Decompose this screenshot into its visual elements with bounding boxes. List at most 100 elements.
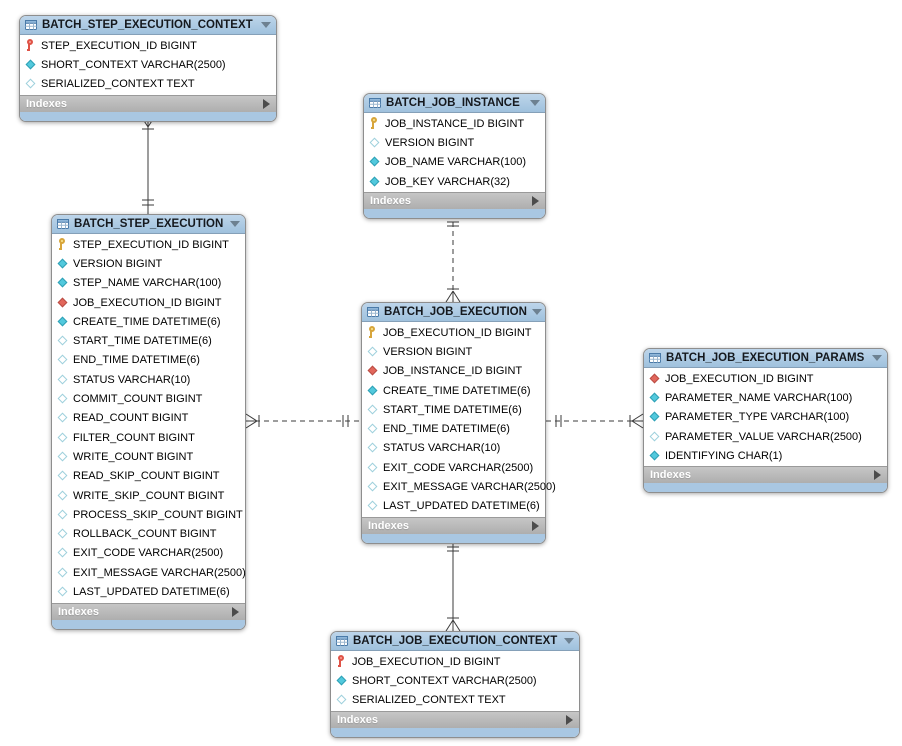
- table-batch-step-execution-context[interactable]: BATCH_STEP_EXECUTION_CONTEXT STEP_EXECUT…: [19, 15, 277, 122]
- column-label: ROLLBACK_COUNT BIGINT: [73, 528, 217, 541]
- notnull-column-icon: [366, 384, 379, 397]
- column-label: SERIALIZED_CONTEXT TEXT: [352, 694, 506, 707]
- column-row[interactable]: FILTER_COUNT BIGINT: [52, 428, 245, 447]
- table-batch-job-execution-params[interactable]: BATCH_JOB_EXECUTION_PARAMS JOB_EXECUTION…: [643, 348, 888, 494]
- primary-key-icon: [366, 326, 379, 339]
- column-row[interactable]: JOB_EXECUTION_ID BIGINT: [52, 293, 245, 312]
- relationship-step-execution-to-context[interactable]: [138, 115, 158, 214]
- relationship-job-execution-to-context[interactable]: [443, 538, 463, 632]
- table-batch-step-execution[interactable]: BATCH_STEP_EXECUTION STEP_EXECUTION_ID B…: [51, 214, 246, 630]
- expand-arrow-icon[interactable]: [263, 98, 270, 109]
- column-row[interactable]: PROCESS_SKIP_COUNT BIGINT: [52, 505, 245, 524]
- nullable-column-icon: [368, 136, 381, 149]
- column-row[interactable]: EXIT_CODE VARCHAR(2500): [362, 458, 545, 477]
- column-row[interactable]: VERSION BIGINT: [52, 254, 245, 273]
- collapse-triangle-icon[interactable]: [530, 100, 540, 106]
- column-row[interactable]: PARAMETER_NAME VARCHAR(100): [644, 388, 887, 407]
- expand-arrow-icon[interactable]: [874, 470, 881, 481]
- column-label: STEP_NAME VARCHAR(100): [73, 277, 222, 290]
- column-row[interactable]: JOB_EXECUTION_ID BIGINT: [644, 369, 887, 388]
- column-row[interactable]: SERIALIZED_CONTEXT TEXT: [331, 691, 579, 710]
- collapse-triangle-icon[interactable]: [872, 355, 882, 361]
- nullable-column-icon: [56, 585, 69, 598]
- column-row[interactable]: STATUS VARCHAR(10): [362, 439, 545, 458]
- indexes-bar[interactable]: Indexes: [20, 94, 276, 112]
- column-row[interactable]: VERSION BIGINT: [362, 342, 545, 361]
- column-row[interactable]: STEP_EXECUTION_ID BIGINT: [20, 36, 276, 55]
- column-row[interactable]: SHORT_CONTEXT VARCHAR(2500): [331, 671, 579, 690]
- column-row[interactable]: STEP_EXECUTION_ID BIGINT: [52, 235, 245, 254]
- table-batch-job-execution[interactable]: BATCH_JOB_EXECUTION JOB_EXECUTION_ID BIG…: [361, 302, 556, 544]
- collapse-triangle-icon[interactable]: [261, 22, 271, 28]
- column-row[interactable]: WRITE_SKIP_COUNT BIGINT: [52, 486, 245, 505]
- column-row[interactable]: LAST_UPDATED DATETIME(6): [52, 582, 245, 601]
- column-row[interactable]: JOB_KEY VARCHAR(32): [364, 172, 545, 191]
- column-label: FILTER_COUNT BIGINT: [73, 431, 195, 444]
- column-row[interactable]: READ_COUNT BIGINT: [52, 409, 245, 428]
- column-row[interactable]: JOB_INSTANCE_ID BIGINT: [362, 362, 545, 381]
- indexes-bar[interactable]: Indexes: [331, 710, 579, 728]
- column-row[interactable]: JOB_INSTANCE_ID BIGINT: [364, 114, 545, 133]
- column-row[interactable]: START_TIME DATETIME(6): [52, 331, 245, 350]
- column-row[interactable]: READ_SKIP_COUNT BIGINT: [52, 467, 245, 486]
- table-header[interactable]: BATCH_STEP_EXECUTION: [52, 215, 245, 234]
- table-title: BATCH_JOB_INSTANCE: [386, 97, 520, 109]
- column-list: STEP_EXECUTION_ID BIGINT SHORT_CONTEXT V…: [20, 35, 276, 95]
- table-header[interactable]: BATCH_JOB_EXECUTION_PARAMS: [644, 349, 887, 368]
- expand-arrow-icon[interactable]: [232, 606, 239, 617]
- column-label: LAST_UPDATED DATETIME(6): [73, 585, 230, 598]
- column-row[interactable]: COMMIT_COUNT BIGINT: [52, 389, 245, 408]
- relationship-step-execution-to-job-execution[interactable]: [245, 411, 361, 431]
- column-row[interactable]: EXIT_MESSAGE VARCHAR(2500): [52, 563, 246, 582]
- relationship-job-execution-to-params[interactable]: [546, 411, 644, 431]
- column-row[interactable]: PARAMETER_VALUE VARCHAR(2500): [644, 427, 887, 446]
- column-row[interactable]: JOB_EXECUTION_ID BIGINT: [331, 652, 579, 671]
- column-row[interactable]: SERIALIZED_CONTEXT TEXT: [20, 75, 276, 94]
- column-row[interactable]: JOB_NAME VARCHAR(100): [364, 153, 545, 172]
- column-row[interactable]: END_TIME DATETIME(6): [52, 351, 245, 370]
- collapse-triangle-icon[interactable]: [531, 309, 542, 315]
- column-row[interactable]: LAST_UPDATED DATETIME(6): [362, 497, 545, 516]
- expand-arrow-icon[interactable]: [532, 196, 539, 207]
- column-label: CREATE_TIME DATETIME(6): [383, 384, 531, 397]
- column-row[interactable]: END_TIME DATETIME(6): [362, 419, 545, 438]
- column-row[interactable]: EXIT_CODE VARCHAR(2500): [52, 544, 245, 563]
- indexes-bar[interactable]: Indexes: [362, 516, 545, 534]
- table-header[interactable]: BATCH_STEP_EXECUTION_CONTEXT: [20, 16, 276, 35]
- table-header[interactable]: BATCH_JOB_EXECUTION_CONTEXT: [331, 632, 579, 651]
- column-row[interactable]: CREATE_TIME DATETIME(6): [52, 312, 245, 331]
- column-list: STEP_EXECUTION_ID BIGINT VERSION BIGINT …: [52, 234, 246, 603]
- indexes-bar[interactable]: Indexes: [364, 192, 545, 210]
- column-row[interactable]: WRITE_COUNT BIGINT: [52, 447, 245, 466]
- indexes-label: Indexes: [58, 605, 99, 618]
- column-row[interactable]: CREATE_TIME DATETIME(6): [362, 381, 545, 400]
- table-batch-job-execution-context[interactable]: BATCH_JOB_EXECUTION_CONTEXT JOB_EXECUTIO…: [330, 631, 580, 738]
- table-header[interactable]: BATCH_JOB_INSTANCE: [364, 94, 545, 113]
- expand-arrow-icon[interactable]: [566, 714, 573, 725]
- collapse-triangle-icon[interactable]: [230, 221, 240, 227]
- column-row[interactable]: ROLLBACK_COUNT BIGINT: [52, 524, 245, 543]
- column-row[interactable]: STEP_NAME VARCHAR(100): [52, 274, 245, 293]
- column-list: JOB_INSTANCE_ID BIGINT VERSION BIGINT JO…: [364, 113, 545, 192]
- column-row[interactable]: START_TIME DATETIME(6): [362, 400, 545, 419]
- column-row[interactable]: JOB_EXECUTION_ID BIGINT: [362, 323, 545, 342]
- column-row[interactable]: VERSION BIGINT: [364, 133, 545, 152]
- column-label: EXIT_MESSAGE VARCHAR(2500): [73, 566, 246, 579]
- column-row[interactable]: EXIT_MESSAGE VARCHAR(2500): [362, 477, 556, 496]
- relationship-job-instance-to-job-execution[interactable]: [443, 213, 463, 303]
- indexes-bar[interactable]: Indexes: [644, 466, 887, 484]
- column-row[interactable]: SHORT_CONTEXT VARCHAR(2500): [20, 55, 276, 74]
- column-label: COMMIT_COUNT BIGINT: [73, 393, 203, 406]
- column-row[interactable]: STATUS VARCHAR(10): [52, 370, 245, 389]
- table-header[interactable]: BATCH_JOB_EXECUTION: [362, 303, 545, 322]
- table-batch-job-instance[interactable]: BATCH_JOB_INSTANCE JOB_INSTANCE_ID BIGIN…: [363, 93, 546, 220]
- nullable-column-icon: [56, 508, 69, 521]
- indexes-bar[interactable]: Indexes: [52, 602, 245, 620]
- expand-arrow-icon[interactable]: [532, 520, 539, 531]
- collapse-triangle-icon[interactable]: [564, 638, 574, 644]
- column-row[interactable]: IDENTIFYING CHAR(1): [644, 446, 887, 465]
- nullable-column-icon: [366, 500, 379, 513]
- notnull-column-icon: [56, 315, 69, 328]
- column-row[interactable]: PARAMETER_TYPE VARCHAR(100): [644, 408, 887, 427]
